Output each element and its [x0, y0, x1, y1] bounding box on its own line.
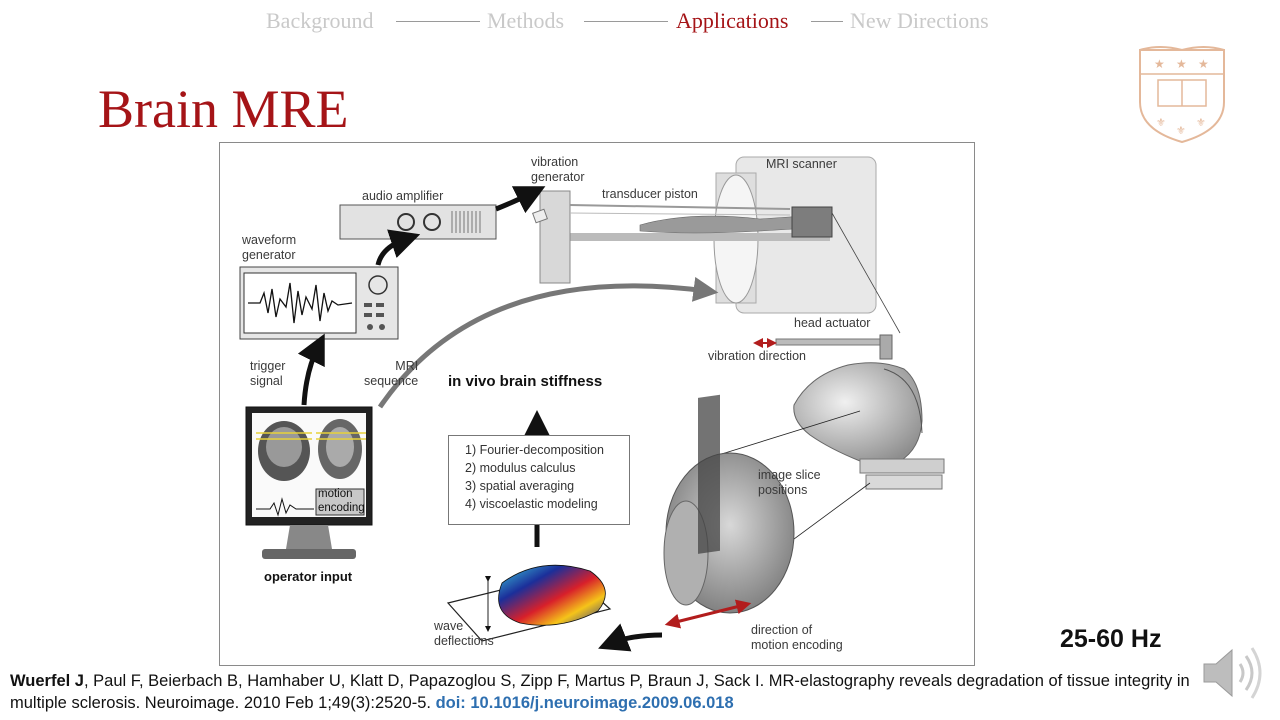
figure-diagram [239, 156, 945, 652]
mri-scanner [550, 156, 901, 334]
university-shield-logo: ★ ★ ★ ⚜ ⚜ ⚜ [1139, 46, 1225, 144]
frequency-range: 25-60 Hz [1060, 625, 1162, 653]
brain-slices-model [663, 394, 795, 629]
processing-step: 3) spatial averaging [465, 479, 575, 493]
svg-text:★: ★ [1176, 57, 1187, 71]
svg-text:⚜: ⚜ [1196, 116, 1206, 129]
label-direction-of-motion-encoding: direction of motion encoding [751, 623, 843, 652]
nav-divider [811, 21, 843, 22]
audio-amplifier [339, 204, 497, 240]
processing-step: 2) modulus calculus [465, 461, 576, 475]
label-transducer-piston: transducer piston [602, 187, 698, 201]
label-mri-scanner: MRI scanner [766, 157, 837, 171]
label-wave-deflections: wave deflections [434, 619, 494, 648]
citation-text: , Paul F, Beierbach B, Hamhaber U, Klatt… [10, 672, 1190, 712]
slide-title: Brain MRE [98, 79, 349, 139]
waveform-generator [239, 266, 399, 340]
label-audio-amplifier: audio amplifier [362, 189, 444, 203]
wave-deflection-map [446, 564, 612, 642]
label-mri-sequence: MRI sequence [364, 359, 419, 388]
mri-sequence-arrow [377, 276, 719, 409]
mre-setup-figure: vibration generator MRI scanner transduc… [219, 142, 975, 666]
head-actuator [753, 334, 893, 360]
label-in-vivo-brain-stiffness: in vivo brain stiffness [448, 373, 603, 390]
nav-item-new-directions[interactable]: New Directions [850, 8, 989, 33]
svg-text:★: ★ [1198, 57, 1209, 71]
speaker-icon[interactable] [1198, 640, 1268, 706]
operator-monitor [245, 406, 373, 559]
processing-step: 1) Fourier-decomposition [465, 443, 604, 457]
citation-doi-link[interactable]: doi: 10.1016/j.neuroimage.2009.06.018 [435, 694, 734, 712]
label-vibration-direction: vibration direction [708, 349, 806, 363]
label-motion-encoding: motion encoding [318, 488, 365, 514]
svg-text:★: ★ [1154, 57, 1165, 71]
label-trigger-signal: trigger signal [250, 359, 286, 388]
label-vibration-generator: vibration generator [531, 155, 585, 184]
svg-text:⚜: ⚜ [1176, 124, 1186, 137]
label-head-actuator: head actuator [794, 316, 871, 330]
nav-divider [584, 21, 668, 22]
citation-lead-author: Wuerfel J [10, 672, 84, 690]
processing-steps-box: 1) Fourier-decomposition 2) modulus calc… [448, 435, 630, 525]
nav-item-applications[interactable]: Applications [676, 8, 789, 33]
reference-citation: Wuerfel J, Paul F, Beierbach B, Hamhaber… [10, 670, 1210, 714]
label-operator-input: operator input [264, 569, 353, 584]
nav-divider [396, 21, 480, 22]
nav-item-methods[interactable]: Methods [487, 8, 564, 33]
section-nav: Background Methods Applications New Dire… [0, 6, 1280, 36]
processing-step: 4) viscoelastic modeling [465, 497, 598, 511]
label-image-slice-positions: image slice positions [758, 468, 821, 497]
svg-text:⚜: ⚜ [1156, 116, 1166, 129]
nav-item-background[interactable]: Background [266, 8, 374, 33]
label-waveform-generator: waveform generator [242, 233, 297, 262]
